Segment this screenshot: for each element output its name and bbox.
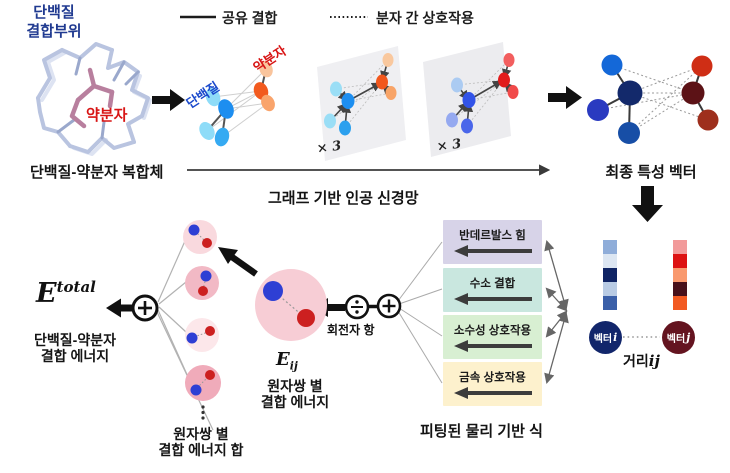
vector-cell — [603, 282, 617, 296]
complex-caption: 단백질-약분자 복합체 — [30, 164, 164, 181]
arrow-final-to-vectors — [632, 186, 663, 222]
gnn-caption: 그래프 기반 인공 신경망 — [268, 190, 419, 207]
physics-box-vdw: 반데르발스 힘 — [443, 220, 542, 264]
left-arrow-icon — [453, 387, 532, 399]
divide-icon — [344, 294, 370, 320]
plus-to-boxes-lines — [397, 241, 443, 384]
vector-i-italic: i — [613, 331, 618, 344]
left-arrow-icon — [453, 293, 532, 305]
left-arrow-icon — [453, 245, 532, 257]
physics-box-metal-label: 금속 상호작용 — [459, 372, 526, 384]
legend-interaction-label: 분자 간 상호작용 — [376, 10, 474, 26]
vector-j-italic: j — [686, 331, 691, 344]
left-arrow-icon — [453, 340, 532, 352]
atom-pair-energy-circle — [255, 269, 327, 341]
arrow-panels-to-final — [548, 86, 582, 109]
vector-cell — [673, 254, 687, 268]
vector-cell — [603, 240, 617, 254]
vectors-to-boxes-arrows — [544, 240, 569, 385]
pair-energy-caption: 원자쌍 별 결합 에너지 — [260, 378, 330, 411]
vector-j-label: 벡터 — [666, 334, 686, 345]
binding-site-label: 단백질 결합부위 — [26, 4, 82, 40]
pair-energy-E: E — [276, 349, 290, 370]
gnn-layer-panel-2 — [423, 42, 519, 157]
rotor-term-label: 회전자 항 — [327, 323, 375, 337]
vector-cell — [603, 296, 617, 310]
final-vector-caption: 최종 특성 벡터 — [605, 164, 697, 181]
total-energy-caption: 단백질-약분자 결합 에너지 — [34, 332, 116, 365]
vector-cell — [603, 254, 617, 268]
physics-box-hydrophobic-label: 소수성 상호작용 — [453, 325, 532, 337]
vector-cell — [673, 282, 687, 296]
graph-initial — [199, 60, 275, 147]
sum-fan-lines — [156, 240, 214, 431]
physics-box-hbond-label: 수소 결합 — [469, 278, 516, 290]
total-energy-E: E — [36, 278, 57, 309]
vector-cell — [673, 268, 687, 282]
vector-cell — [673, 296, 687, 310]
arrow-complex-to-graph — [152, 89, 185, 111]
arrow-sum-to-total — [106, 298, 132, 318]
pair-energy-sub: ij — [289, 359, 298, 373]
physics-box-metal: 금속 상호작용 — [443, 362, 542, 406]
plus-icon-sum — [131, 294, 159, 322]
distance-label: 거리ij — [623, 351, 660, 371]
vector-cell — [603, 268, 617, 282]
graph-final — [587, 54, 719, 144]
physics-box-hydrophobic: 소수성 상호작용 — [443, 315, 542, 359]
distance-prefix: 거리 — [623, 353, 649, 369]
protein-structure-art — [36, 42, 152, 156]
feature-vector-j — [673, 240, 687, 310]
pair-energy-symbol: Eij — [276, 349, 298, 373]
total-energy-symbol: Etotal — [36, 278, 96, 309]
drug-molecule-label: 약분자 — [86, 107, 128, 124]
atom-pair-small-circles — [183, 220, 221, 401]
feature-vector-i — [603, 240, 617, 310]
vertical-ellipsis-icon — [201, 405, 205, 420]
gnn-layer-panel-1 — [317, 46, 406, 161]
total-energy-sup: total — [56, 278, 96, 296]
physics-box-vdw-label: 반데르발스 힘 — [459, 230, 526, 242]
vector-i-label: 벡터 — [593, 334, 613, 345]
legend-covalent-label: 공유 결합 — [222, 10, 278, 26]
vector-cell — [673, 240, 687, 254]
physics-caption: 피팅된 물리 기반 식 — [420, 423, 543, 440]
distance-italic: ij — [648, 352, 660, 370]
plus-icon-right — [376, 293, 402, 319]
sum-caption: 원자쌍 별 결합 에너지 합 — [158, 426, 244, 459]
arrow-pair-to-sum — [218, 247, 258, 277]
physics-box-hbond: 수소 결합 — [443, 268, 542, 312]
